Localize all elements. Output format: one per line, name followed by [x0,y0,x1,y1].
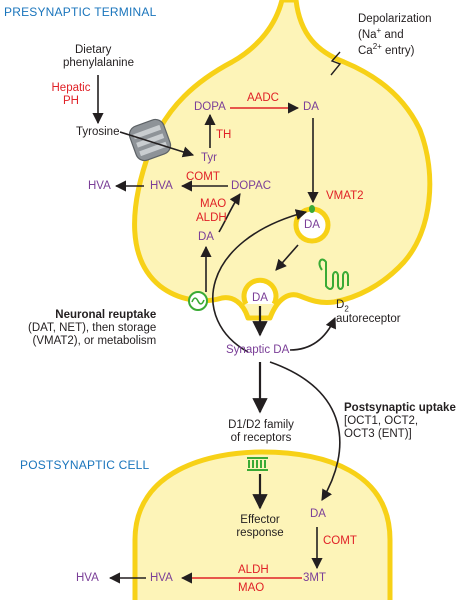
arrow-synaptic-to-post-da [269,361,341,501]
aldh-enzyme-label: ALDH [196,212,227,224]
aadc-enzyme-label: AADC [247,92,279,104]
post-aldh-enzyme-label: ALDH [238,564,269,576]
neuronal-reuptake-label: Neuronal reuptake (DAT, NET), then stora… [28,309,156,349]
da-label-left: DA [198,231,214,243]
dopa-label: DOPA [194,101,226,113]
th-enzyme-label: TH [216,129,232,141]
reuptake-line1: (DAT, NET), then storage [28,322,157,335]
post-uptake-line1: [OCT1, OCT2, [344,415,419,428]
depol-na: (Na [358,29,377,42]
vmat2-transporter-icon [309,205,315,213]
post-hva-inner-label: HVA [150,572,173,584]
da-label-top: DA [303,101,319,113]
hepatic-line2: PH [63,95,79,108]
presynaptic-title: PRESYNAPTIC TERMINAL [4,5,157,19]
reuptake-transporter-icon [188,291,208,311]
depolarization-lightning-icon [330,51,342,76]
tyr-label: Tyr [201,152,217,164]
d2-subscript: 2 [344,304,349,314]
arrow-vesicle-to-release [275,244,299,271]
dietary-phenylalanine-label: Dietary phenylalanine [63,44,143,70]
effector-response-label: Effector response [225,514,295,540]
hva-outer-label: HVA [88,180,111,192]
arrow-da-to-dopac [218,193,241,233]
tyrosine-label: Tyrosine [76,126,120,138]
reuptake-line2: (VMAT2), or metabolism [32,335,157,348]
effector-line1: Effector [240,514,280,526]
post-mao-enzyme-label: MAO [238,582,265,594]
depol-na-charge: + [376,26,382,36]
post-comt-enzyme-label: COMT [323,535,357,547]
d2-autoreceptor-label: D2 autoreceptor [336,299,401,327]
comt-enzyme-label: COMT [186,171,220,183]
d1-d2-receptor-icon [247,457,268,471]
hepatic-ph-label: Hepatic PH [48,82,94,108]
d2-line2: autoreceptor [336,313,401,326]
receptors-line2: of receptors [230,432,292,445]
mao-enzyme-label: MAO [200,198,227,210]
receptors-line1: D1/D2 family [228,419,294,431]
da-vesicle-label: DA [304,219,320,231]
presynaptic-terminal-membrane [132,0,433,321]
d2-autoreceptor-icon [318,258,349,290]
depol-entry: entry) [381,45,415,58]
release-vesicle [241,277,279,306]
depol-ca: Ca [358,45,373,58]
post-uptake-line2: OCT3 (ENT)] [344,428,412,441]
vmat2-label: VMAT2 [326,190,364,202]
post-hva-outer-label: HVA [76,572,99,584]
post-da-label: DA [310,508,326,520]
depolarization-label: Depolarization (Na+ and Ca2+ entry) [358,13,432,58]
postsynaptic-uptake-label: Postsynaptic uptake [OCT1, OCT2, OCT3 (E… [344,402,456,442]
arrow-tyrosine-to-tyr [119,131,195,158]
arrow-synaptic-to-autoreceptor [289,316,336,351]
hva-inner-label: HVA [150,180,173,192]
d2-text: D [336,299,345,311]
dopac-label: DOPAC [231,180,272,192]
depolarization-line3: Ca2+ entry) [358,42,432,58]
3mt-label: 3MT [303,572,326,584]
post-uptake-title: Postsynaptic uptake [344,402,456,414]
effector-line2: response [236,527,284,540]
receptors-label: D1/D2 family of receptors [216,419,306,445]
da-release-label: DA [252,292,268,304]
synaptic-da-label: Synaptic DA [226,344,290,356]
depol-and: and [381,29,404,42]
depol-ca-charge: 2+ [372,42,382,52]
hepatic-line1: Hepatic [51,82,91,94]
depolarization-line1: Depolarization [358,13,432,25]
dietary-line2: phenylalanine [63,57,134,70]
reuptake-title: Neuronal reuptake [55,309,157,321]
arrow-synaptic-to-vmat2 [212,209,308,353]
d2-line1: D2 [336,299,401,313]
postsynaptic-title: POSTSYNAPTIC CELL [20,458,150,472]
depolarization-line2: (Na+ and [358,26,432,42]
dietary-line1: Dietary [75,44,112,56]
